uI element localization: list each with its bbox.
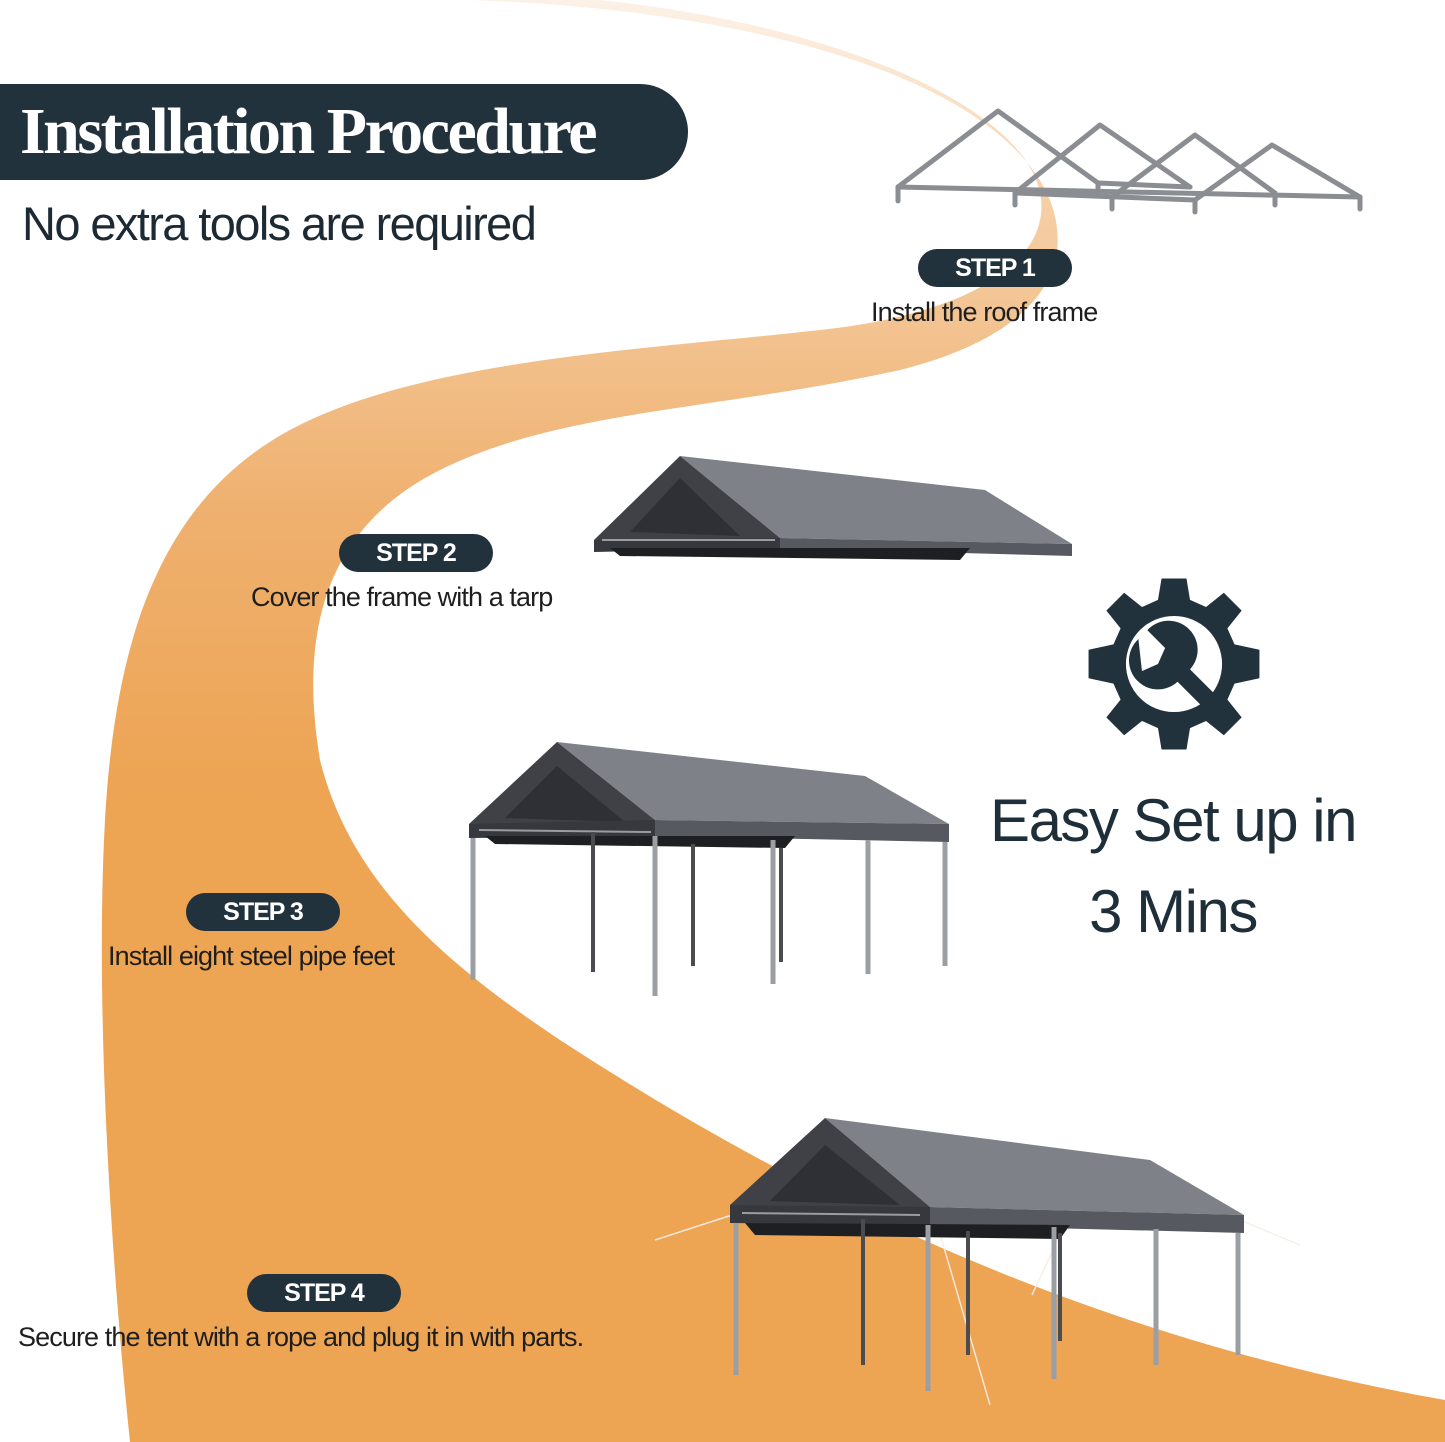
title-banner (0, 84, 688, 180)
step-4-description: Secure the tent with a rope and plug it … (18, 1322, 584, 1352)
canopy-secured-with-ropes-icon (654, 1118, 1300, 1406)
step-1-badge: STEP 1 (918, 249, 1072, 287)
step-2-badge: STEP 2 (339, 534, 493, 572)
promo-line-2: 3 Mins (1089, 878, 1258, 945)
step-3-badge: STEP 3 (186, 893, 340, 931)
page-subtitle: No extra tools are required (22, 197, 537, 250)
step-2-description: Cover the frame with a tarp (251, 582, 553, 612)
gear-wrench-icon (1088, 578, 1260, 750)
step-1-description: Install the roof frame (871, 297, 1098, 327)
step-3-description: Install eight steel pipe feet (108, 941, 395, 971)
step-4-badge: STEP 4 (247, 1274, 401, 1312)
tarp-covered-frame-icon (594, 456, 1072, 560)
promo-line-1: Easy Set up in (990, 787, 1357, 854)
roof-frame-icon (895, 108, 1363, 215)
canopy-with-legs-icon (469, 742, 949, 996)
page-title: Installation Procedure (20, 95, 598, 168)
